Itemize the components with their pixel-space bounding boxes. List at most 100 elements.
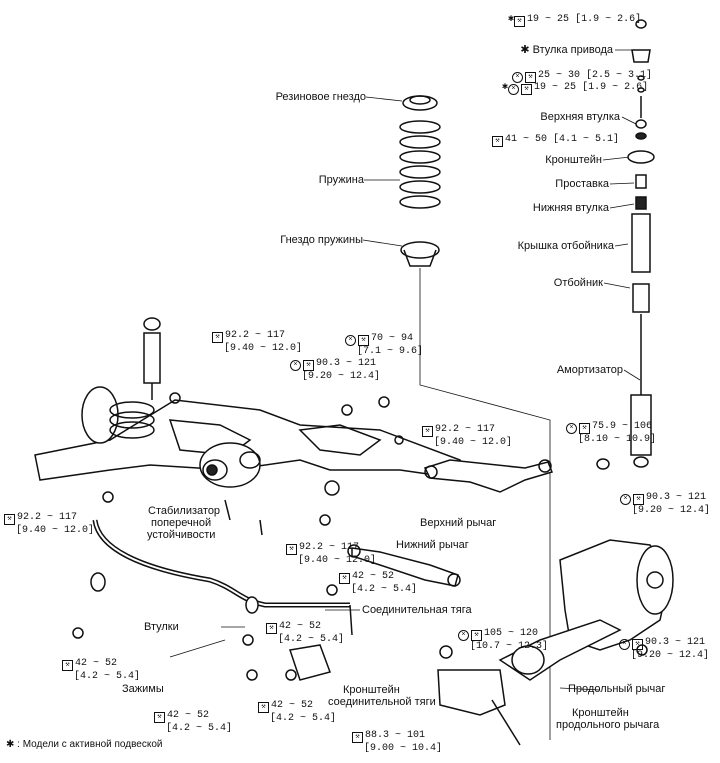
torque-t1: ✱⚒19 ~ 25 [1.9 ~ 2.6]: [508, 14, 642, 27]
left-hub: [81, 386, 155, 444]
torque-value: 75.9 ~ 106: [592, 421, 653, 432]
torque-value: 90.3 ~ 121: [646, 492, 707, 503]
label-spring: Пружина: [318, 174, 364, 186]
torque-t7: ×⚒90.3 ~ 121[9.20 ~ 12.4]: [290, 358, 380, 382]
link-bracket-part: [289, 644, 331, 681]
torque-t12: ⚒92.2 ~ 117 [9.40 ~ 12.0]: [286, 542, 376, 566]
differential: [199, 442, 261, 488]
label-link-bracket-2: соединительной тяги: [328, 696, 436, 708]
label-bump-cover: Крышка отбойника: [517, 240, 614, 252]
trailing-arm-part: [498, 619, 622, 681]
torque-t10: ×⚒90.3 ~ 121[9.20 ~ 12.4]: [620, 492, 710, 516]
wrench-icon: ⚒: [154, 712, 165, 723]
leader-lines: [169, 49, 641, 740]
label-bushings: Втулки: [144, 621, 179, 633]
lower-arm-part: [347, 544, 461, 587]
torque-value: 90.3 ~ 121: [316, 358, 377, 369]
label-trailing-bracket-2: продольного рычага: [556, 719, 660, 731]
label-upper-arm: Верхний рычаг: [420, 517, 497, 529]
wrench-icon: ⚒: [266, 623, 277, 634]
torque-range: [9.40 ~ 12.0]: [224, 343, 303, 354]
replace-icon: ×: [508, 84, 520, 95]
label-shock-absorber: Амортизатор: [556, 364, 623, 376]
torque-value: 42 ~ 52: [271, 700, 314, 711]
shock-stack: [596, 19, 655, 470]
torque-value: 25 ~ 30: [538, 70, 581, 81]
wrench-icon: ⚒: [4, 514, 15, 525]
torque-range: [9.40 ~ 12.0]: [434, 437, 513, 448]
wrench-icon: ⚒: [212, 332, 223, 343]
torque-range: [4.2 ~ 5.4]: [351, 584, 418, 595]
torque-t19: ⚒42 ~ 52 [4.2 ~ 5.4]: [258, 700, 336, 724]
upper-arm-part: [423, 459, 554, 493]
label-lower-arm: Нижний рычаг: [396, 539, 469, 551]
torque-value: 19 ~ 25: [527, 14, 570, 25]
footnote: ✱ : Модели с активной подвеской: [6, 739, 163, 750]
rubber-seat-part: [402, 95, 438, 111]
torque-t8: ⚒92.2 ~ 117[9.40 ~ 12.0]: [422, 424, 512, 448]
torque-range: [9.20 ~ 12.4]: [302, 371, 381, 382]
torque-value: 92.2 ~ 117: [17, 512, 78, 523]
replace-icon: ×: [345, 335, 356, 346]
torque-range: [8.10 ~ 10.9]: [578, 434, 657, 445]
torque-t13: ⚒42 ~ 52 [4.2 ~ 5.4]: [339, 571, 417, 595]
label-drive-bushing: ✱ Втулка привода: [520, 44, 613, 56]
torque-value: 42 ~ 52: [279, 621, 322, 632]
torque-range: [10.7 ~ 12.3]: [470, 641, 549, 652]
label-link: Соединительная тяга: [362, 604, 472, 616]
wrench-icon: ⚒: [339, 573, 350, 584]
label-upper-bushing: Верхняя втулка: [540, 111, 620, 123]
torque-range: [7.1 ~ 9.6]: [357, 346, 424, 357]
wrench-icon: ⚒: [492, 136, 503, 147]
replace-icon: ×: [512, 72, 523, 83]
torque-range: [9.40 ~ 12.0]: [16, 525, 95, 536]
label-rubber-seat: Резиновое гнездо: [275, 91, 366, 103]
wrench-icon: ⚒: [422, 426, 433, 437]
torque-range: [4.1 ~ 5.1]: [553, 134, 620, 145]
torque-range: [1.9 ~ 2.6]: [575, 14, 642, 25]
torque-range: [4.2 ~ 5.4]: [270, 713, 337, 724]
rear-knuckle: [559, 539, 674, 651]
torque-t11: ⚒92.2 ~ 117 [9.40 ~ 12.0]: [4, 512, 94, 536]
torque-t20: ⚒42 ~ 52[4.2 ~ 5.4]: [154, 710, 232, 734]
label-stabilizer-3: устойчивости: [147, 529, 216, 541]
torque-t6: ×⚒70 ~ 94[7.1 ~ 9.6]: [345, 333, 423, 357]
torque-t14: ⚒42 ~ 52[4.2 ~ 5.4]: [266, 621, 344, 645]
label-spring-seat: Гнездо пружины: [280, 234, 363, 246]
torque-t18: ⚒42 ~ 52[4.2 ~ 5.4]: [62, 658, 140, 682]
wrench-icon: ⚒: [358, 335, 369, 346]
replace-icon: ×: [566, 423, 577, 434]
label-stabilizer-2: поперечной: [151, 517, 212, 529]
torque-value: 92.2 ~ 117: [299, 542, 360, 553]
torque-value: 88.3 ~ 101: [365, 730, 426, 741]
drive-bushing-text: Втулка привода: [532, 44, 613, 56]
trailing-bracket-part: [437, 669, 521, 746]
torque-value: 42 ~ 52: [352, 571, 395, 582]
wrench-icon: ⚒: [579, 423, 590, 434]
replace-icon: ×: [458, 630, 469, 641]
wrench-icon: ⚒: [303, 360, 314, 371]
torque-t2: ×⚒25 ~ 30 [2.5 ~ 3.1]: [512, 70, 652, 83]
label-spacer: Проставка: [555, 178, 609, 190]
bolts: [72, 392, 648, 681]
torque-range: [1.9 ~ 2.6]: [582, 82, 649, 93]
wrench-icon: ⚒: [471, 630, 482, 641]
wrench-icon: ⚒: [286, 544, 297, 555]
label-trailing-arm: Продольный рычаг: [568, 683, 666, 695]
coil-spring-part: [399, 120, 441, 209]
label-trailing-bracket-1: Кронштейн: [572, 707, 629, 719]
torque-range: [4.2 ~ 5.4]: [74, 671, 141, 682]
torque-range: [2.5 ~ 3.1]: [586, 70, 653, 81]
wrench-icon: ⚒: [632, 639, 643, 650]
wrench-icon: ⚒: [258, 702, 269, 713]
torque-t9: ×⚒75.9 ~ 106 [8.10 ~ 10.9]: [566, 421, 656, 445]
replace-icon: ×: [619, 639, 630, 650]
wrench-icon: ⚒: [525, 72, 536, 83]
label-bump-stop: Отбойник: [553, 277, 603, 289]
label-lower-bushing: Нижняя втулка: [532, 202, 609, 214]
torque-range: [9.40 ~ 12.0]: [298, 555, 377, 566]
torque-t17: ×⚒90.3 ~ 121[9.20 ~ 12.4]: [619, 637, 709, 661]
torque-range: [9.20 ~ 12.4]: [631, 650, 710, 661]
label-stabilizer-1: Стабилизатор: [148, 505, 221, 517]
torque-t16: ×⚒105 ~ 120[10.7 ~ 12.3]: [458, 628, 548, 652]
